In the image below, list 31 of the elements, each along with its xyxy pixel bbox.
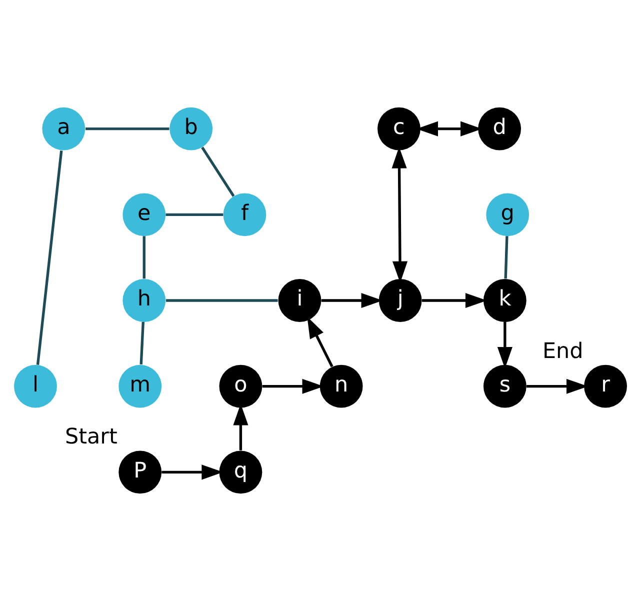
node-circle: a <box>42 106 86 150</box>
node-circle: o <box>219 364 262 408</box>
node-circle: g <box>486 192 530 236</box>
node-circle: m <box>118 364 162 408</box>
connector <box>140 321 144 364</box>
connector <box>86 126 170 130</box>
node-label: Start <box>65 424 118 450</box>
node-circle: j <box>378 278 422 322</box>
node-circle: d <box>478 106 521 150</box>
node-circle: P <box>118 450 162 494</box>
connector <box>36 150 63 364</box>
connector <box>201 146 235 196</box>
node-circle: k <box>483 278 526 322</box>
connector <box>142 236 146 278</box>
node-circle: r <box>584 364 627 408</box>
node-circle: c <box>378 106 420 150</box>
node-circle: h <box>122 278 166 322</box>
arrow <box>307 316 334 367</box>
node-circle: i <box>278 278 322 322</box>
node-circle: l <box>14 364 57 408</box>
node-circle: n <box>320 364 363 408</box>
node-circle: q <box>219 450 262 494</box>
node-circle: b <box>170 106 213 150</box>
node-circle: f <box>223 192 266 236</box>
connector <box>504 236 508 278</box>
arrow <box>422 292 487 308</box>
connector <box>166 298 278 302</box>
node-label: End <box>542 338 584 364</box>
node-circle: e <box>122 192 166 236</box>
connector <box>166 212 224 216</box>
node-circle: s <box>483 364 526 408</box>
